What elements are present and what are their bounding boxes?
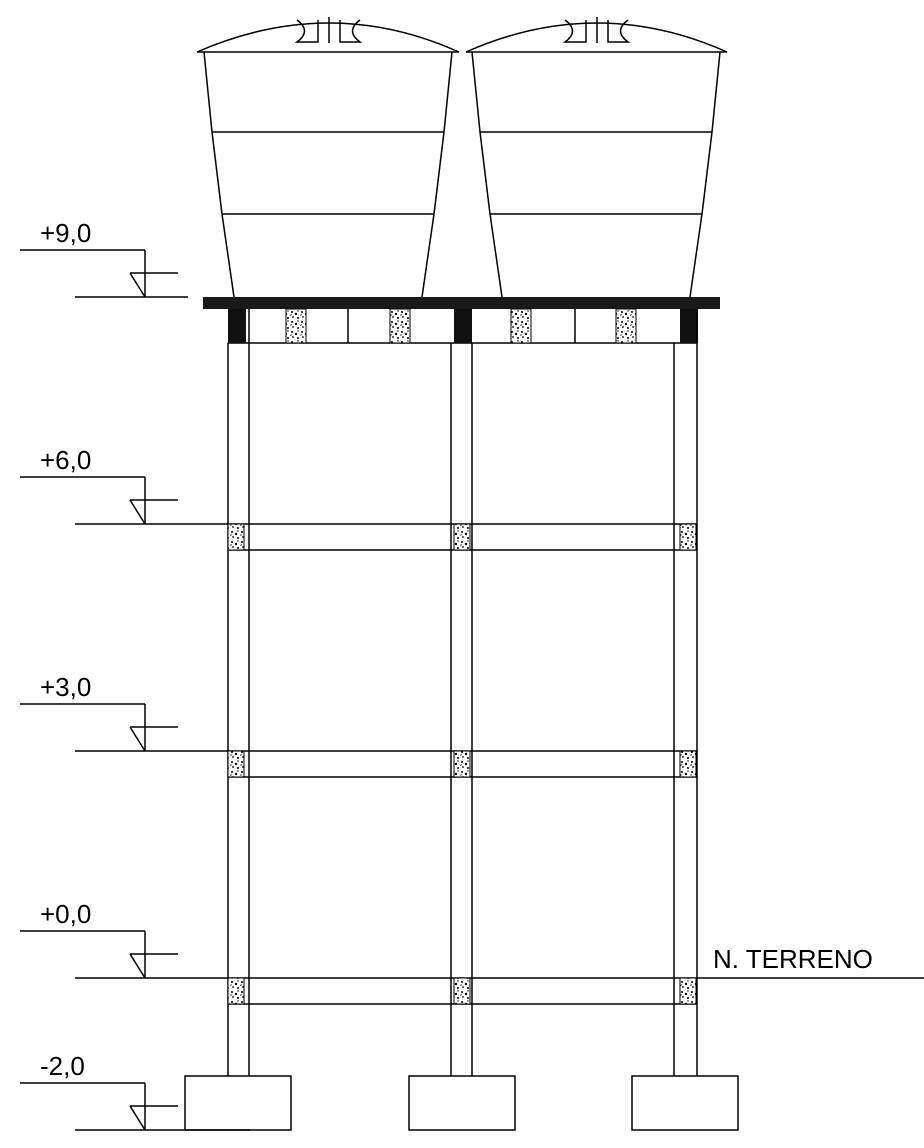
level-marker-9: +9,0: [20, 218, 188, 298]
level-label-3: +3,0: [40, 672, 91, 702]
level-label-9: +9,0: [40, 218, 91, 248]
level-label-0: +0,0: [40, 899, 91, 929]
column-left: [227, 309, 250, 1076]
water-tank-left: [196, 17, 460, 298]
level-marker-minus2: -2,0: [20, 1051, 178, 1131]
column-right: [673, 309, 698, 1076]
level-marker-0: +0,0: [20, 899, 178, 979]
level-label-6: +6,0: [40, 445, 91, 475]
tie-beam-6: [75, 523, 697, 551]
level-marker-3: +3,0: [20, 672, 178, 752]
level-marker-6: +6,0: [20, 445, 178, 525]
ground-level-label: N. TERRENO: [713, 944, 873, 974]
water-tank-right: [465, 17, 728, 298]
tie-beam-3: [75, 750, 697, 778]
column-middle: [450, 343, 473, 1076]
level-label-minus2: -2,0: [40, 1051, 85, 1081]
ground-beam: [75, 977, 924, 1005]
top-beam: [228, 308, 698, 344]
footings: [75, 1075, 739, 1131]
top-slab: [203, 297, 720, 309]
